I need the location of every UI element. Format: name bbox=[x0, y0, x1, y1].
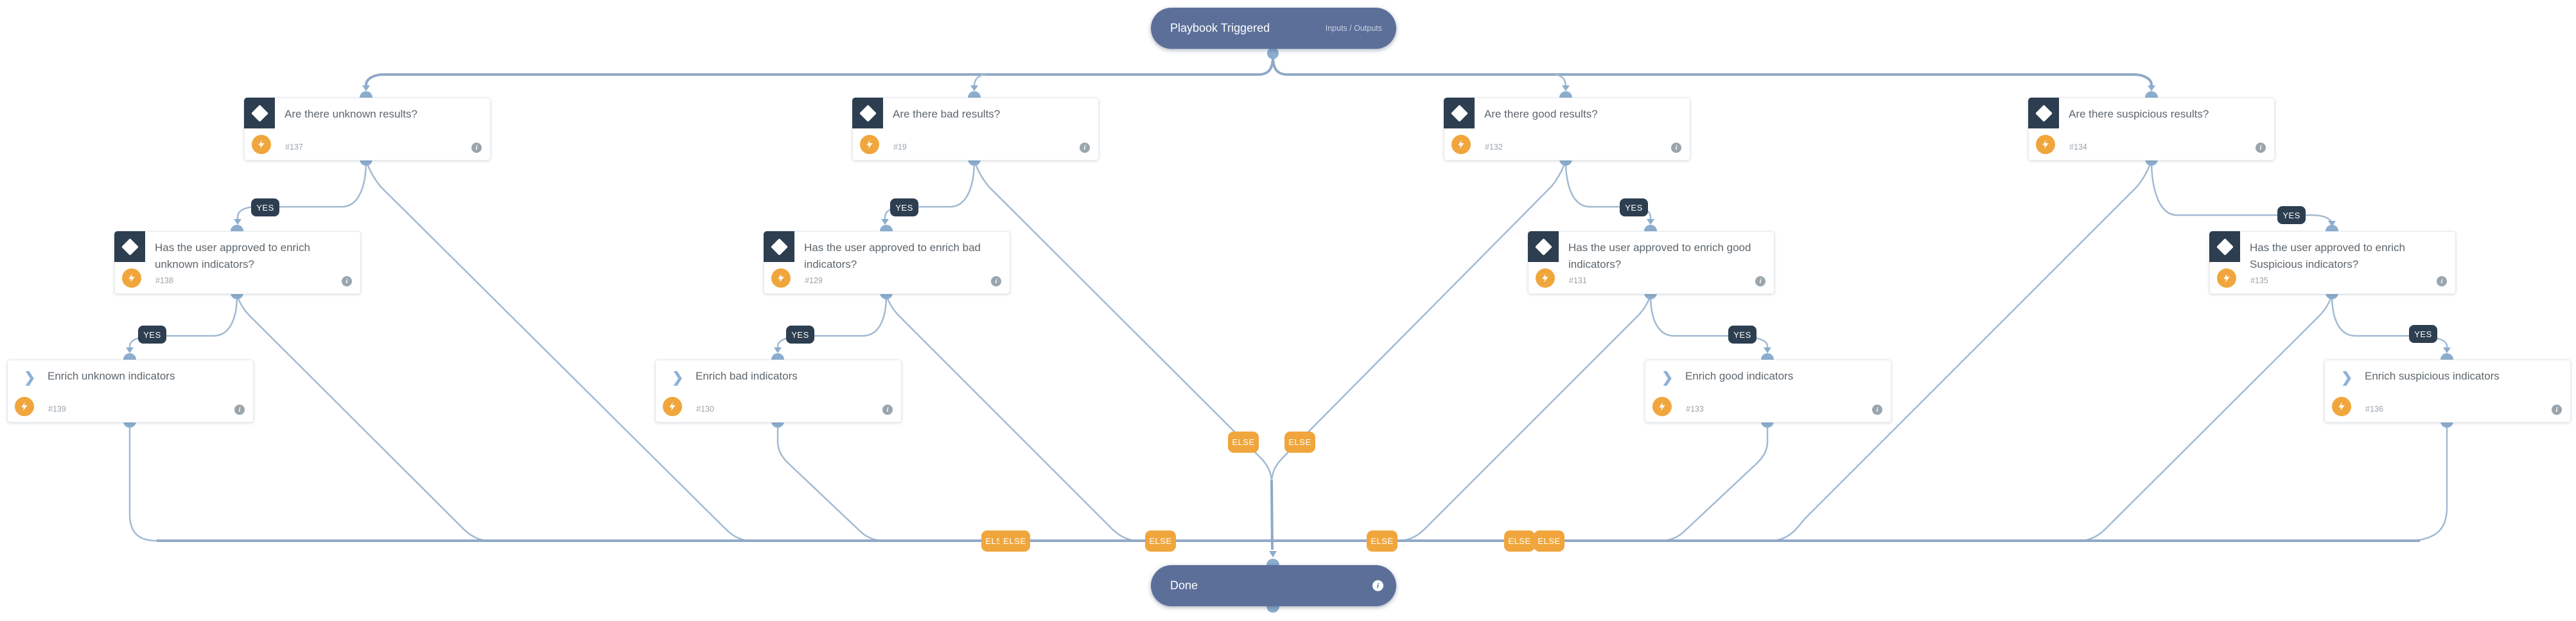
edge-label-yes: YES bbox=[1620, 198, 1648, 216]
task-id: #137 bbox=[285, 143, 303, 152]
edge-label-else: ELSE bbox=[1284, 432, 1315, 453]
end-node-title: Done bbox=[1170, 579, 1198, 592]
edge-label-yes: YES bbox=[1728, 326, 1757, 344]
edge-label-yes: YES bbox=[786, 326, 814, 344]
task-node-enrich-good[interactable]: ❯ Enrich good indicators #133 i bbox=[1645, 360, 1891, 423]
task-node-cond-unknown[interactable]: Are there unknown results? #137 i bbox=[244, 98, 491, 161]
automation-lightning-icon bbox=[1652, 397, 1672, 416]
edge-label-yes: YES bbox=[2277, 206, 2306, 224]
subplaybook-icon: ❯ bbox=[672, 369, 684, 385]
task-id: #139 bbox=[48, 405, 66, 414]
subplaybook-icon: ❯ bbox=[1661, 369, 1674, 385]
edge-label-yes: YES bbox=[2409, 325, 2437, 343]
task-node-cond-bad[interactable]: Are there bad results? #19 i bbox=[852, 98, 1099, 161]
task-title: Enrich bad indicators bbox=[696, 370, 798, 382]
task-id: #131 bbox=[1569, 276, 1587, 285]
task-id: #133 bbox=[1686, 405, 1704, 414]
task-node-cond-suspicious[interactable]: Are there suspicious results? #134 i bbox=[2028, 98, 2275, 161]
task-id: #132 bbox=[1485, 143, 1503, 152]
task-node-appr-suspicious[interactable]: Has the user approved to enrich Suspicio… bbox=[2209, 231, 2456, 294]
task-title: Enrich suspicious indicators bbox=[2365, 370, 2500, 382]
edge-label-else: ELSE bbox=[999, 530, 1030, 552]
task-node-enrich-bad[interactable]: ❯ Enrich bad indicators #130 i bbox=[655, 360, 902, 423]
edge-label-else: ELSE bbox=[1367, 530, 1398, 552]
task-id: #130 bbox=[696, 405, 714, 414]
end-node-done[interactable]: Done i bbox=[1151, 565, 1396, 606]
task-id: #135 bbox=[2250, 276, 2268, 285]
edge-label-else: ELSE bbox=[1504, 530, 1535, 552]
info-icon[interactable]: i bbox=[991, 276, 1001, 286]
task-title: Has the user approved to enrich unknown … bbox=[155, 241, 310, 270]
info-icon[interactable]: i bbox=[1671, 143, 1681, 153]
condition-diamond-icon bbox=[114, 231, 145, 262]
edge-label-else: ELSE bbox=[1145, 530, 1176, 552]
edge-label-else: ELSE bbox=[1534, 530, 1564, 552]
task-node-enrich-unknown[interactable]: ❯ Enrich unknown indicators #139 i bbox=[7, 360, 254, 423]
automation-lightning-icon bbox=[1536, 268, 1555, 288]
task-node-appr-unknown[interactable]: Has the user approved to enrich unknown … bbox=[114, 231, 361, 294]
subplaybook-icon: ❯ bbox=[24, 369, 36, 385]
condition-diamond-icon bbox=[852, 98, 883, 128]
info-icon[interactable]: i bbox=[2256, 143, 2266, 153]
condition-diamond-icon bbox=[2028, 98, 2059, 128]
info-icon[interactable]: i bbox=[2437, 276, 2447, 286]
task-title: Has the user approved to enrich good ind… bbox=[1568, 241, 1751, 270]
start-node-title: Playbook Triggered bbox=[1170, 21, 1270, 35]
task-node-enrich-suspicious[interactable]: ❯ Enrich suspicious indicators #136 i bbox=[2324, 360, 2571, 423]
automation-lightning-icon bbox=[252, 135, 271, 154]
task-title: Has the user approved to enrich bad indi… bbox=[804, 241, 981, 270]
task-id: #138 bbox=[155, 276, 173, 285]
automation-lightning-icon bbox=[2036, 135, 2055, 154]
task-title: Are there good results? bbox=[1484, 108, 1598, 120]
info-icon[interactable]: i bbox=[2552, 405, 2562, 415]
automation-lightning-icon bbox=[663, 397, 682, 416]
task-id: #129 bbox=[805, 276, 823, 285]
automation-lightning-icon bbox=[15, 397, 34, 416]
info-icon[interactable]: i bbox=[1080, 143, 1090, 153]
edge-label-else: ELSE bbox=[1228, 432, 1259, 453]
condition-diamond-icon bbox=[1444, 98, 1475, 128]
info-icon[interactable]: i bbox=[471, 143, 482, 153]
info-icon[interactable]: i bbox=[342, 276, 352, 286]
inputs-outputs-link[interactable]: Inputs / Outputs bbox=[1325, 24, 1382, 33]
info-icon[interactable]: i bbox=[1372, 580, 1383, 591]
automation-lightning-icon bbox=[1451, 135, 1471, 154]
condition-diamond-icon bbox=[1528, 231, 1559, 262]
condition-diamond-icon bbox=[2209, 231, 2240, 262]
task-id: #19 bbox=[893, 143, 907, 152]
info-icon[interactable]: i bbox=[882, 405, 893, 415]
task-title: Enrich good indicators bbox=[1685, 370, 1794, 382]
info-icon[interactable]: i bbox=[1755, 276, 1766, 286]
task-node-cond-good[interactable]: Are there good results? #132 i bbox=[1444, 98, 1690, 161]
task-title: Are there unknown results? bbox=[285, 108, 417, 120]
task-title: Are there suspicious results? bbox=[2069, 108, 2209, 120]
automation-lightning-icon bbox=[771, 268, 791, 288]
subplaybook-icon: ❯ bbox=[2341, 369, 2353, 385]
automation-lightning-icon bbox=[2217, 268, 2236, 288]
info-icon[interactable]: i bbox=[1872, 405, 1882, 415]
task-title: Are there bad results? bbox=[893, 108, 1001, 120]
start-node-playbook-triggered[interactable]: Playbook Triggered Inputs / Outputs bbox=[1151, 8, 1396, 49]
automation-lightning-icon bbox=[860, 135, 879, 154]
task-id: #136 bbox=[2365, 405, 2383, 414]
task-node-appr-good[interactable]: Has the user approved to enrich good ind… bbox=[1528, 231, 1774, 294]
task-title: Has the user approved to enrich Suspicio… bbox=[2250, 241, 2405, 270]
edge-label-yes: YES bbox=[251, 198, 279, 216]
edge-label-yes: YES bbox=[138, 326, 166, 344]
info-icon[interactable]: i bbox=[234, 405, 245, 415]
task-id: #134 bbox=[2069, 143, 2087, 152]
automation-lightning-icon bbox=[2332, 397, 2351, 416]
edge-label-yes: YES bbox=[890, 198, 918, 216]
automation-lightning-icon bbox=[122, 268, 141, 288]
task-title: Enrich unknown indicators bbox=[48, 370, 175, 382]
task-node-appr-bad[interactable]: Has the user approved to enrich bad indi… bbox=[764, 231, 1010, 294]
condition-diamond-icon bbox=[764, 231, 794, 262]
condition-diamond-icon bbox=[244, 98, 275, 128]
